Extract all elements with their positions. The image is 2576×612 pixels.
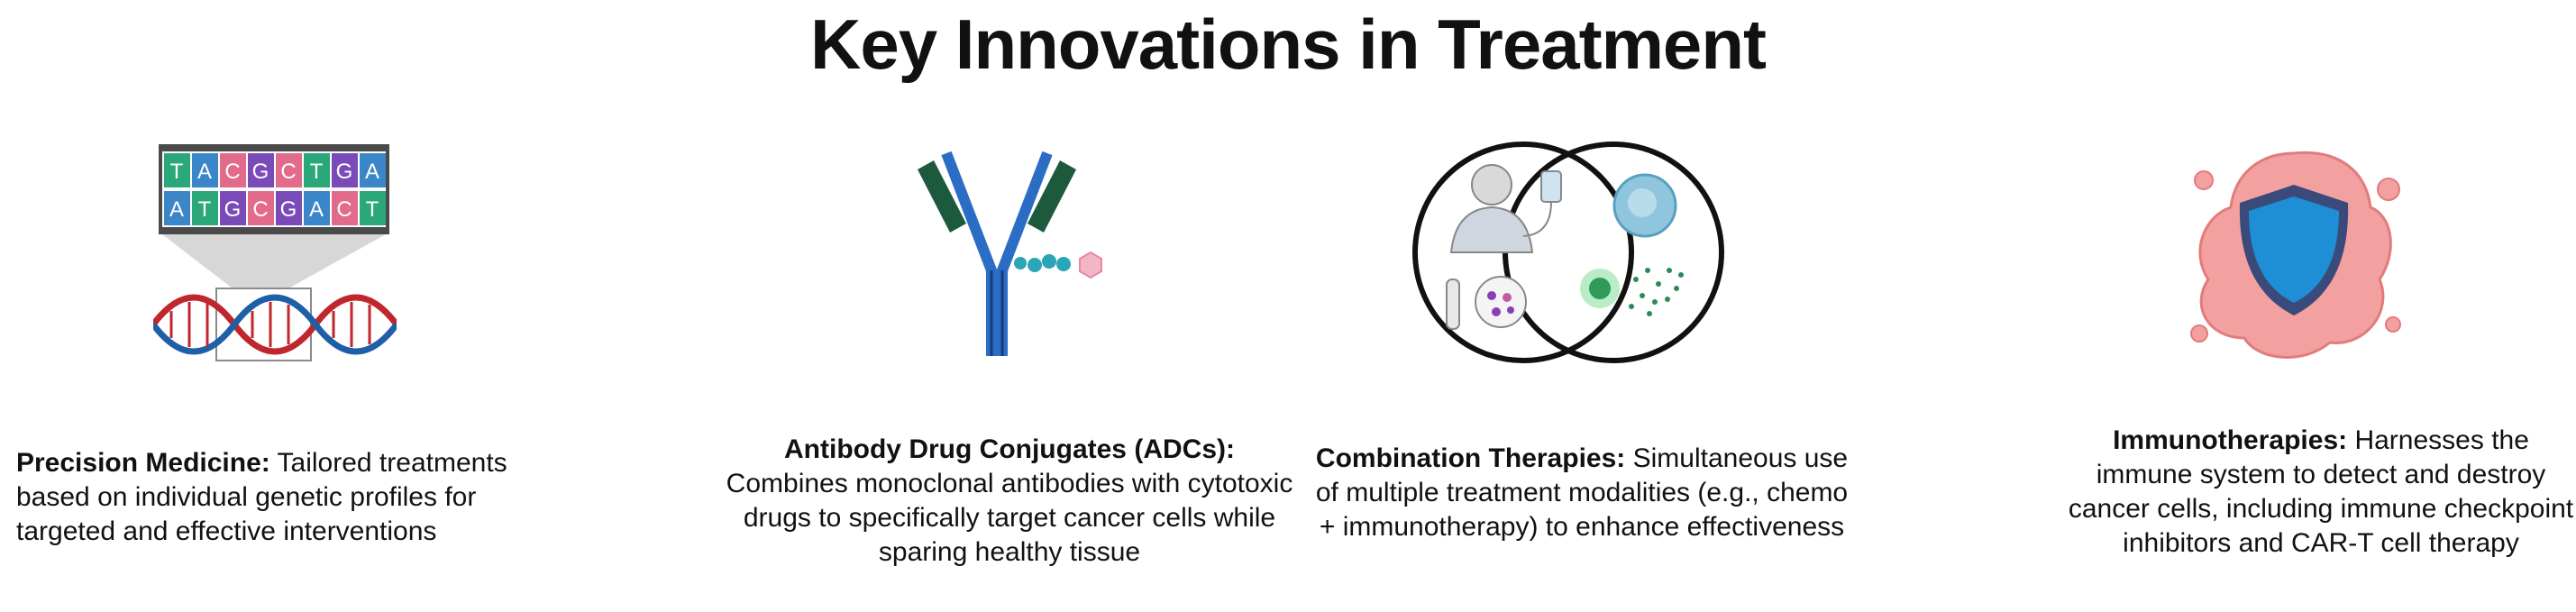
dna-base-bottom: A bbox=[169, 197, 184, 222]
dna-base-top: T bbox=[170, 160, 184, 184]
combination-text: Simultaneous use of multiple treatment m… bbox=[1315, 443, 1849, 542]
panel-adc: Antibody Drug Conjugates (ADCs): Combine… bbox=[685, 126, 1298, 604]
antibody-drug-conjugate-icon bbox=[918, 151, 1102, 356]
dna-base-top: T bbox=[310, 160, 324, 184]
dna-base-bottom: T bbox=[198, 197, 212, 222]
precision-medicine-text: Tailored treatments based on individual … bbox=[16, 448, 507, 546]
adc-text: Combines monoclonal antibodies with cyto… bbox=[726, 469, 1293, 567]
dna-base-bottom: G bbox=[224, 197, 242, 222]
dna-base-top: C bbox=[280, 160, 296, 184]
immunotherapies-text: Harnesses the immune system to detect an… bbox=[2068, 425, 2574, 558]
dna-base-top: G bbox=[336, 160, 353, 184]
immunotherapies-description: Immunotherapies: Harnesses the immune sy… bbox=[2064, 424, 2576, 561]
venn-combination-icon bbox=[1412, 142, 1724, 363]
shield-cell-icon bbox=[2190, 151, 2401, 359]
dna-base-top: C bbox=[224, 160, 240, 184]
panel-immunotherapies: Immunotherapies: Harnesses the immune sy… bbox=[2028, 126, 2576, 604]
dna-base-bottom: A bbox=[309, 197, 324, 222]
panel-combination-therapies: Combination Therapies: Simultaneous use … bbox=[1307, 126, 1938, 604]
combination-heading: Combination Therapies: bbox=[1315, 443, 1626, 473]
precision-medicine-description: Precision Medicine: Tailored treatments … bbox=[16, 446, 557, 549]
dna-base-top: G bbox=[252, 160, 269, 184]
adc-description: Antibody Drug Conjugates (ADCs): Combine… bbox=[721, 433, 1298, 570]
dna-base-bottom: C bbox=[252, 197, 268, 222]
immunotherapies-heading: Immunotherapies: bbox=[2113, 425, 2348, 455]
dna-base-top: A bbox=[197, 160, 212, 184]
dna-base-bottom: T bbox=[366, 197, 379, 222]
precision-medicine-heading: Precision Medicine: bbox=[16, 448, 270, 478]
dna-base-bottom: C bbox=[336, 197, 352, 222]
dna-base-bottom: G bbox=[280, 197, 297, 222]
adc-heading: Antibody Drug Conjugates (ADCs): bbox=[784, 434, 1235, 464]
dna-base-top: A bbox=[365, 160, 379, 184]
page-title: Key Innovations in Treatment bbox=[810, 5, 1767, 84]
combination-description: Combination Therapies: Simultaneous use … bbox=[1311, 442, 1852, 544]
